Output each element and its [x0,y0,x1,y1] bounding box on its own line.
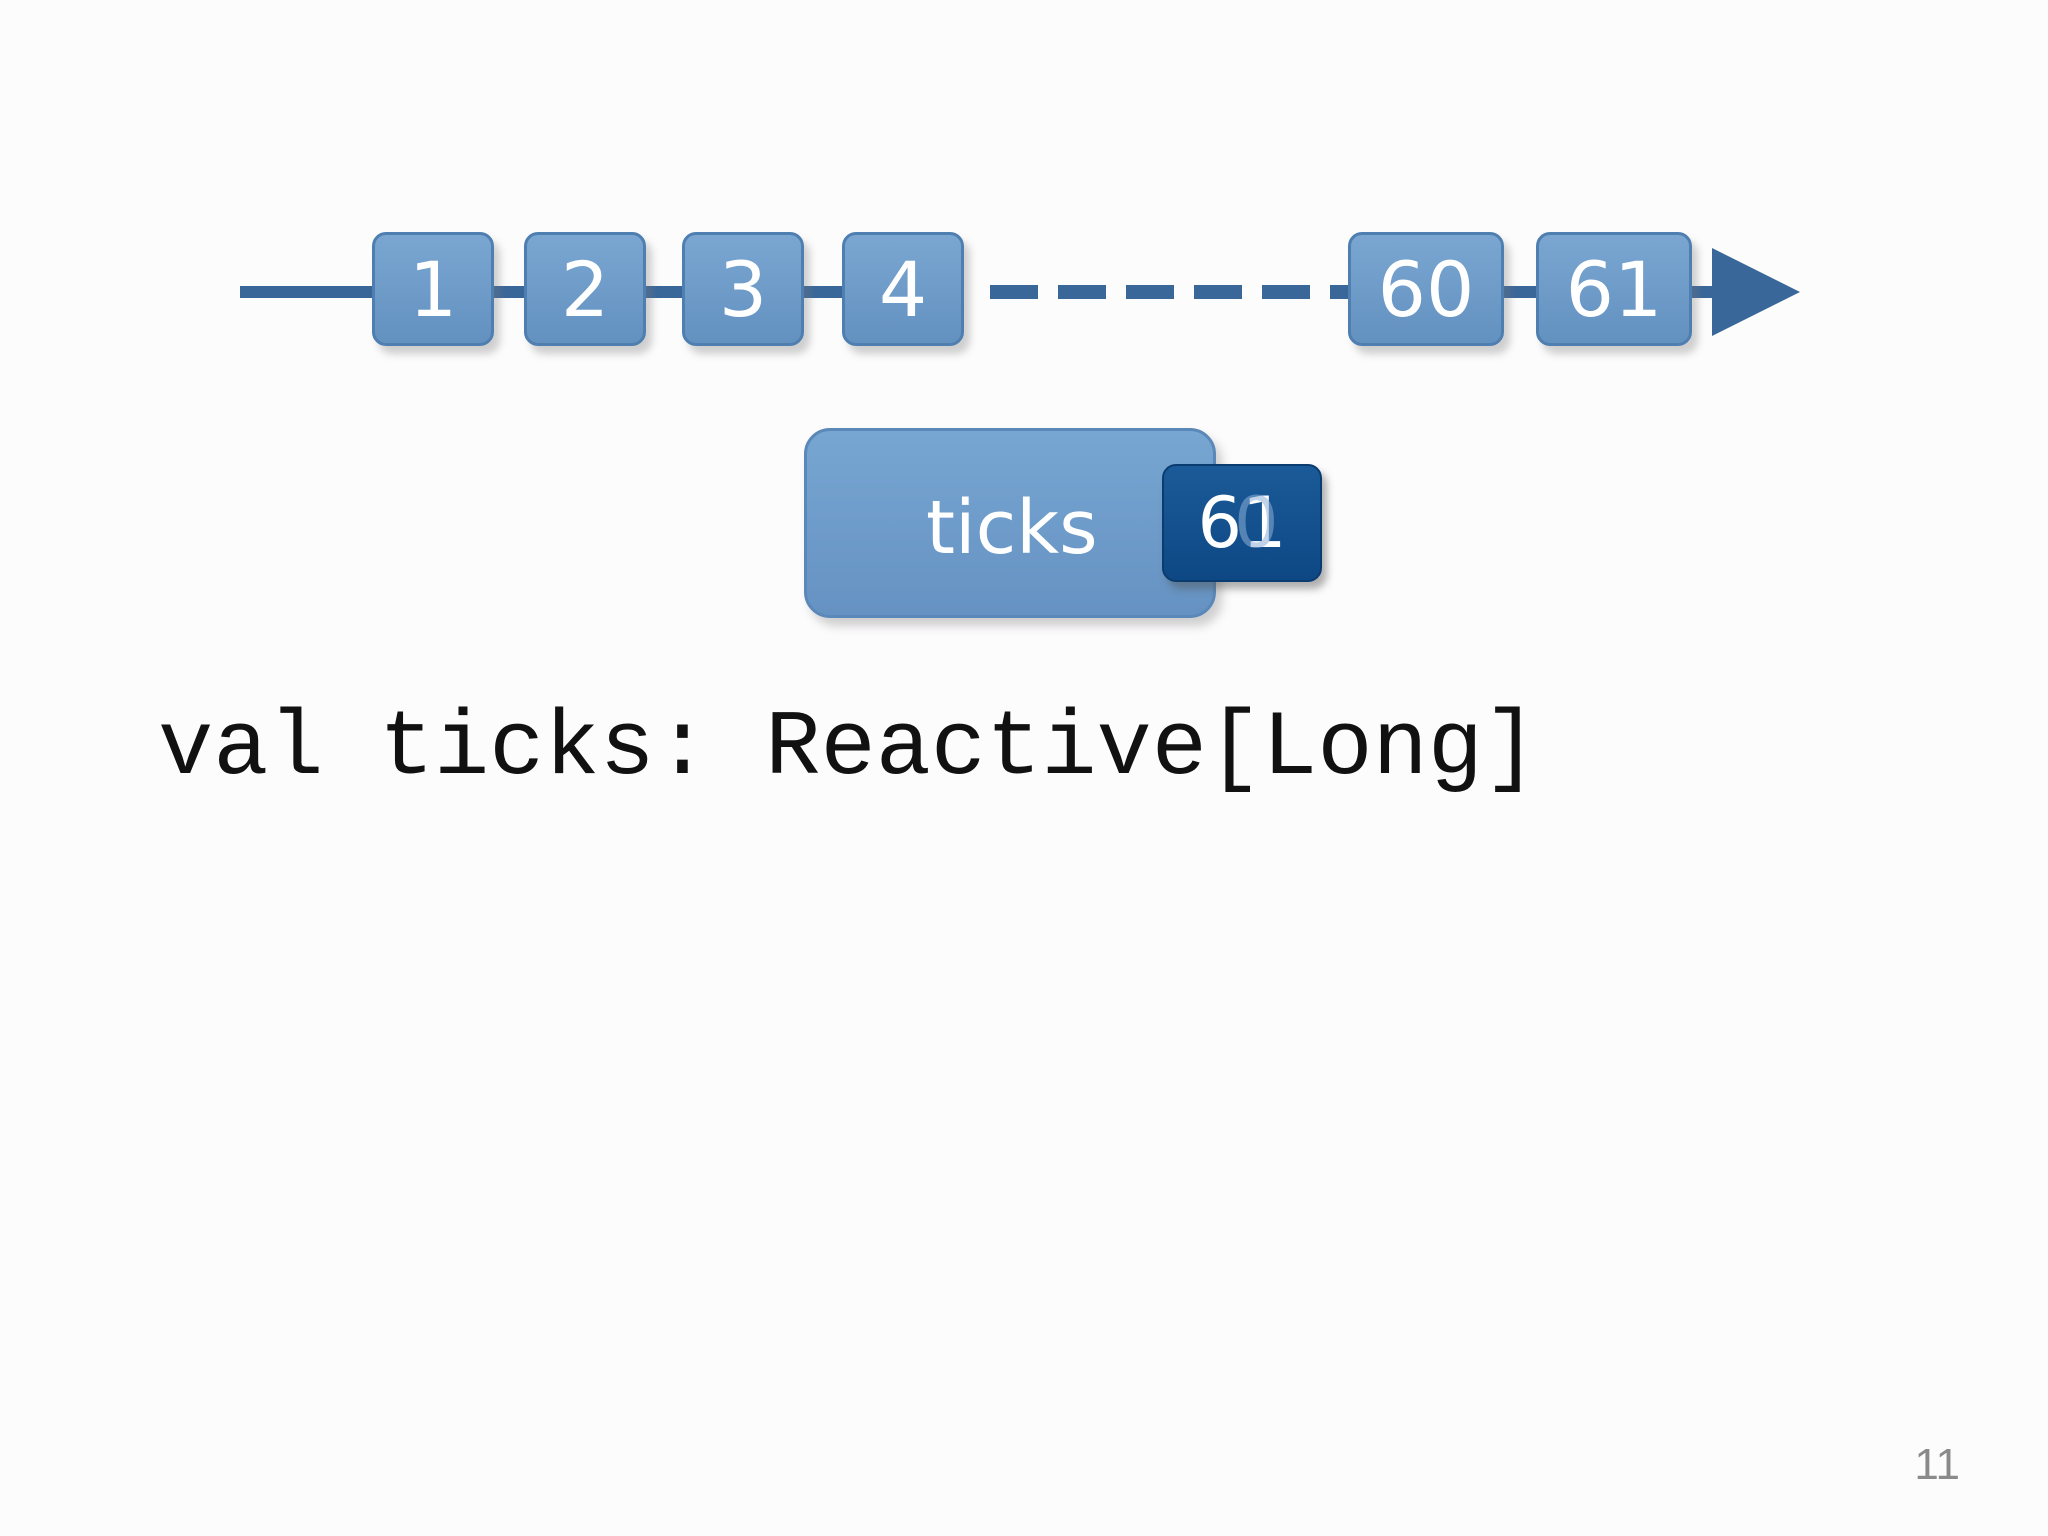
signal-label: ticks [926,485,1098,571]
tick-label: 60 [1377,244,1475,334]
timeline-arrowhead [1712,248,1800,336]
tick-label: 4 [878,244,928,334]
tick-box-2: 2 [524,232,646,346]
tick-box-61: 61 [1536,232,1692,346]
tick-label: 2 [560,244,610,334]
code-declaration: val ticks: Reactive[Long] [158,696,1539,801]
tick-box-1: 1 [372,232,494,346]
page-number: 11 [1914,1440,1960,1489]
signal-previous-value: 0 [1234,482,1279,564]
tick-box-4: 4 [842,232,964,346]
signal-current-value: 61 [1197,482,1287,564]
tick-label: 1 [408,244,458,334]
signal-value-box: 61 [1162,464,1322,582]
tick-label: 3 [718,244,768,334]
tick-box-60: 60 [1348,232,1504,346]
tick-label: 61 [1565,244,1663,334]
tick-box-3: 3 [682,232,804,346]
